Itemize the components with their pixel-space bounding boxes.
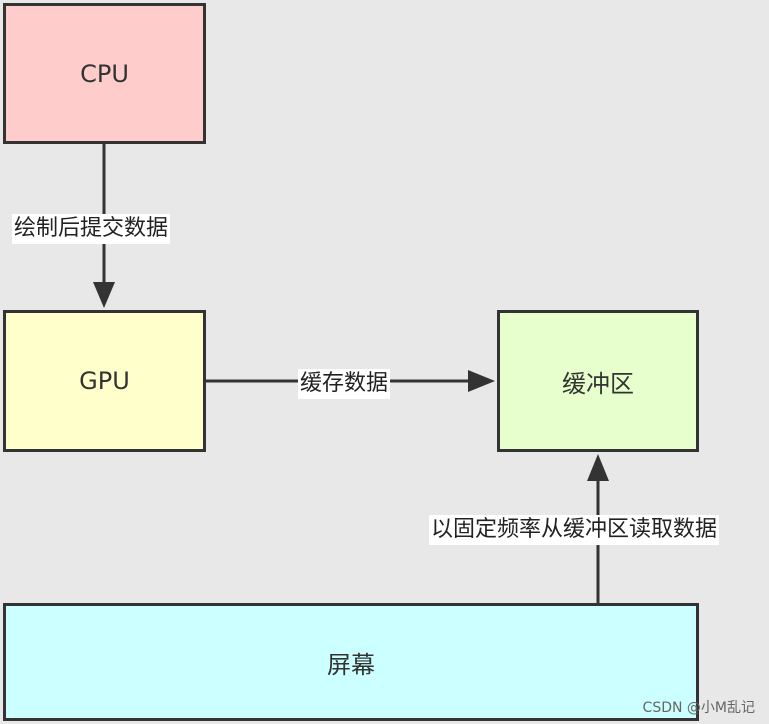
- edge-label-gpu-to-buffer: 缓存数据: [298, 369, 391, 399]
- node-cpu: CPU: [3, 3, 206, 144]
- edge-cpu-to-gpu: [93, 144, 115, 308]
- arrowhead-up: [587, 454, 609, 481]
- watermark: CSDN @小M乱记: [642, 700, 755, 716]
- node-gpu: GPU: [3, 310, 206, 452]
- edge-label-screen-to-buffer: 以固定频率从缓冲区读取数据: [429, 515, 720, 545]
- arrowhead-down: [93, 282, 115, 308]
- node-buffer: 缓冲区: [497, 310, 699, 452]
- edge-label-cpu-to-gpu: 绘制后提交数据: [12, 214, 171, 244]
- node-gpu-label: GPU: [79, 367, 130, 395]
- node-buffer-label: 缓冲区: [562, 369, 634, 398]
- arrowhead-right: [468, 370, 495, 392]
- node-screen-label: 屏幕: [327, 650, 375, 679]
- node-cpu-label: CPU: [80, 59, 129, 88]
- node-screen: 屏幕: [3, 603, 699, 721]
